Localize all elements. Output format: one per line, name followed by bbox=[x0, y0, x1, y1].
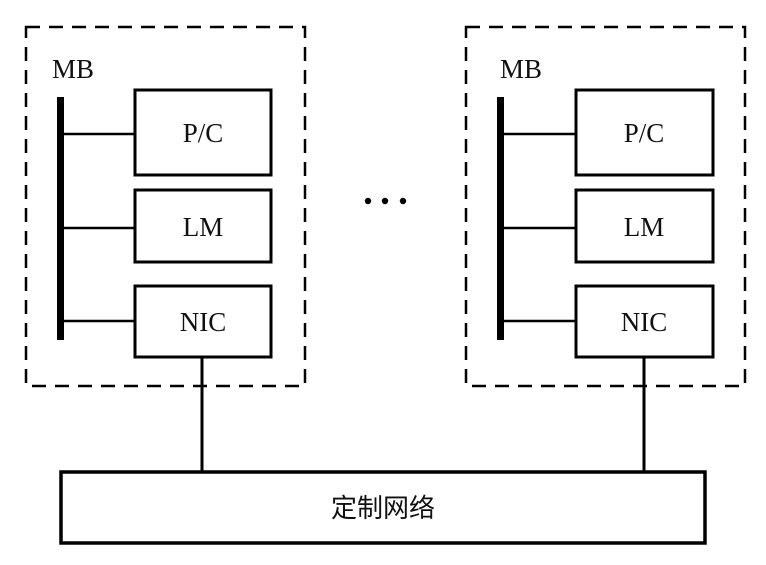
node-dashed-border bbox=[24, 25, 307, 388]
node-left: MB P/C LM NIC bbox=[24, 25, 307, 472]
network-box bbox=[59, 470, 707, 545]
ellipsis-dot bbox=[364, 197, 372, 205]
component-label: NIC bbox=[180, 307, 227, 337]
bus-bar bbox=[57, 97, 64, 340]
component-box-lm bbox=[574, 188, 715, 264]
component-label: LM bbox=[624, 212, 665, 242]
component-box-nic bbox=[574, 284, 715, 359]
bus-bar bbox=[497, 97, 504, 340]
component-box-lm bbox=[133, 188, 273, 264]
ellipsis-dot bbox=[381, 197, 389, 205]
ellipsis-dot bbox=[399, 197, 407, 205]
component-label: LM bbox=[183, 212, 224, 242]
node-label: MB bbox=[52, 54, 94, 84]
node-label: MB bbox=[500, 54, 542, 84]
node-dashed-border bbox=[464, 25, 747, 388]
component-box-pc bbox=[574, 88, 715, 177]
ellipsis bbox=[364, 197, 407, 205]
node-right: MB P/C LM NIC bbox=[464, 25, 747, 472]
network-label: 定制网络 bbox=[331, 494, 435, 524]
component-label: P/C bbox=[624, 118, 665, 148]
component-label: NIC bbox=[621, 307, 668, 337]
component-box-pc bbox=[133, 88, 273, 177]
component-label: P/C bbox=[183, 118, 224, 148]
